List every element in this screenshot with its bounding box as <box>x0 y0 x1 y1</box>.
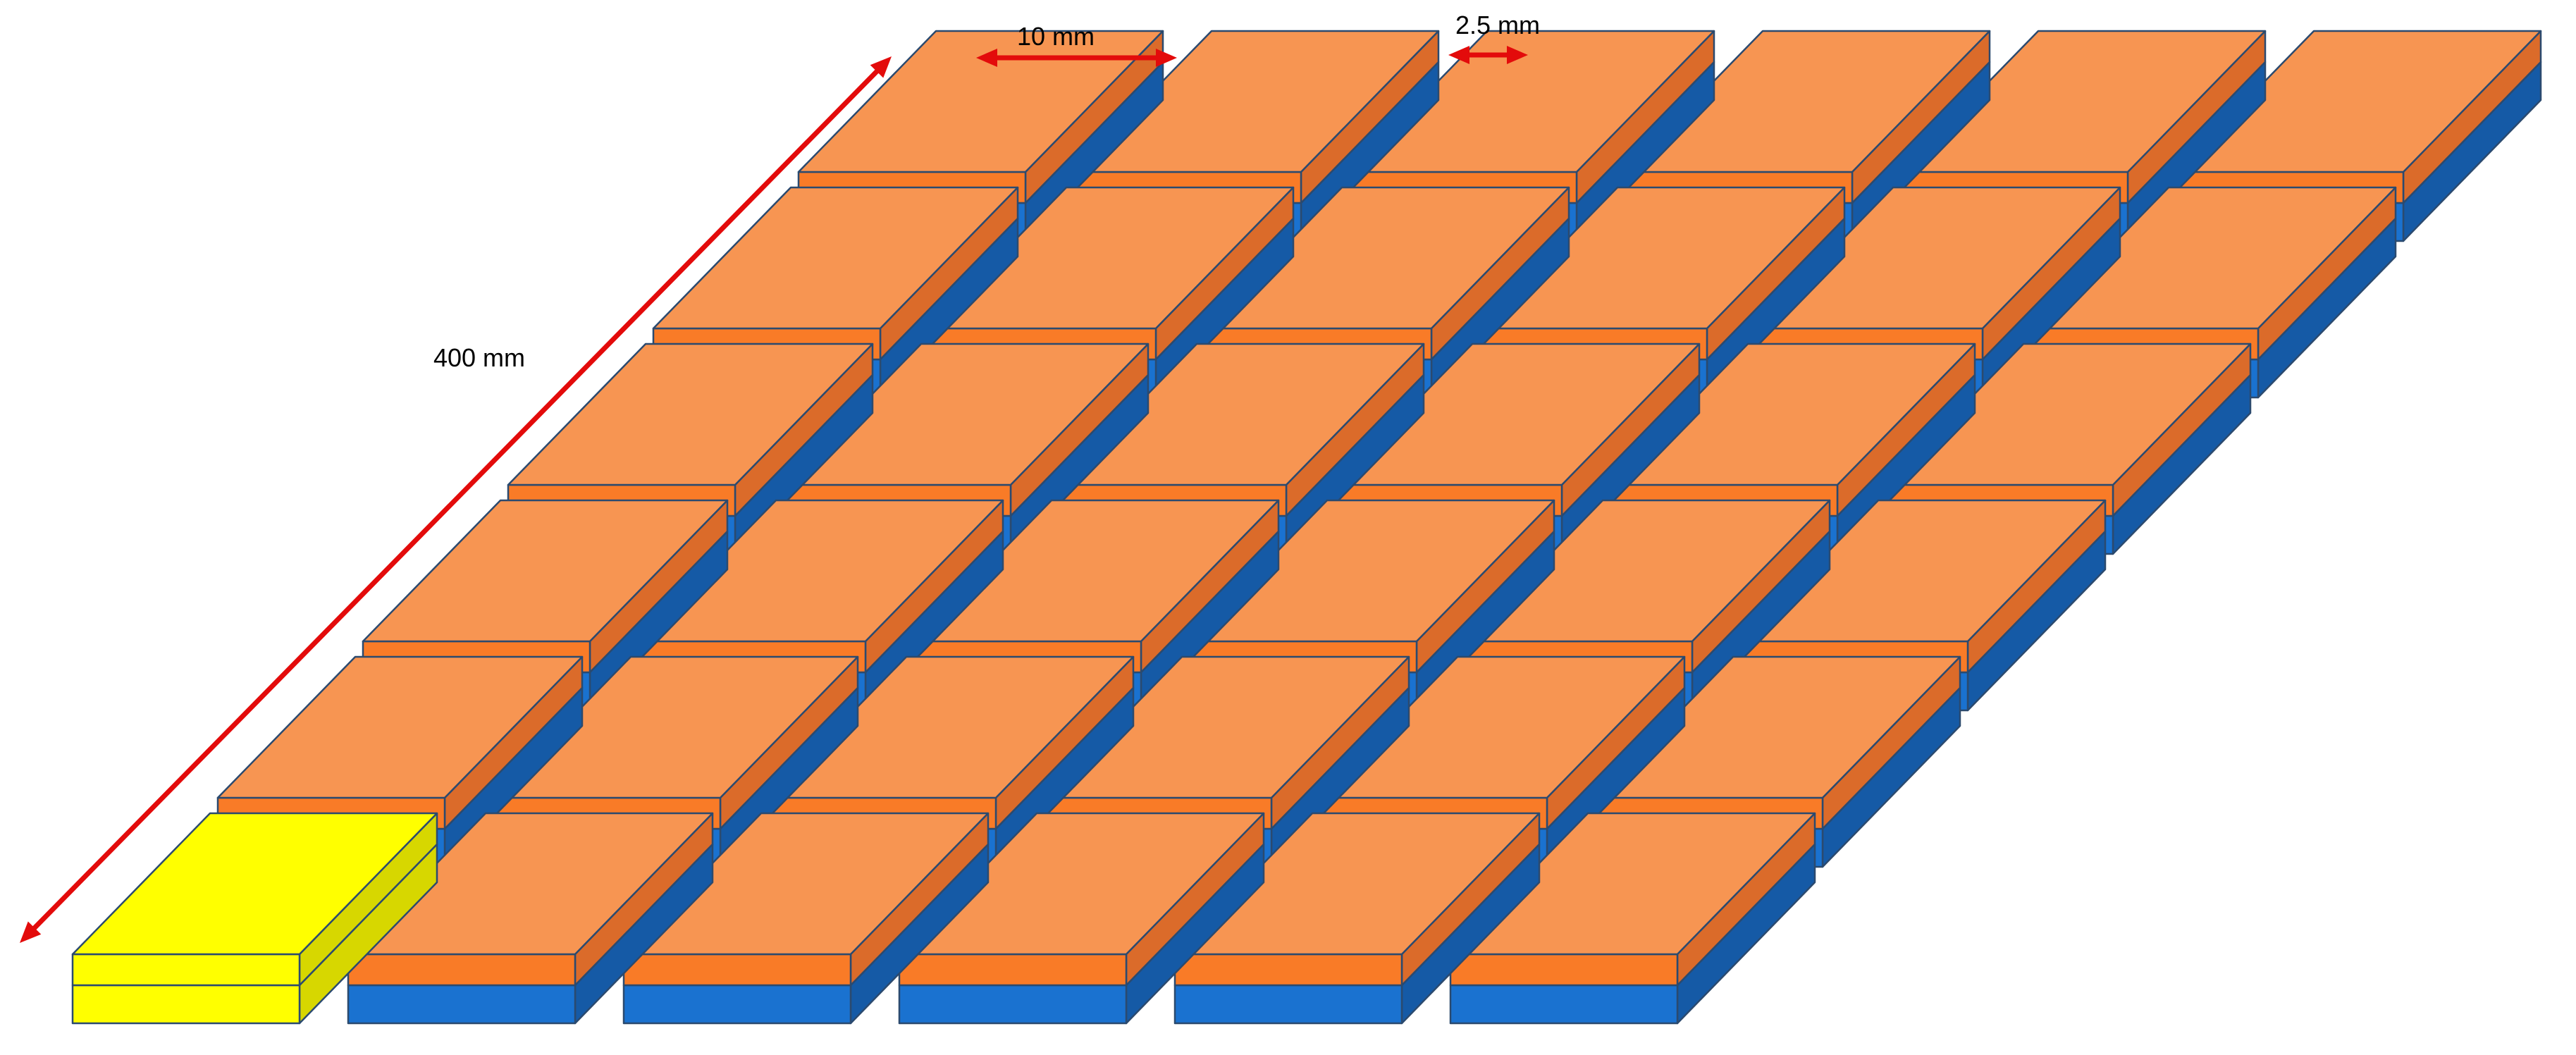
tile-lower-front <box>1449 984 1679 1025</box>
tile-upper-front <box>347 953 577 987</box>
tile-upper-front <box>1173 953 1403 987</box>
dimension-arrows <box>20 46 1528 943</box>
tile-top <box>1624 30 1991 173</box>
tile-lower-front <box>622 984 852 1025</box>
gap-size-arrow <box>1448 46 1528 64</box>
tile-top <box>1594 655 1961 799</box>
tile-top <box>1899 30 2267 173</box>
tile-top <box>768 655 1135 799</box>
array-length-arrow <box>20 56 892 943</box>
tile-top <box>1609 343 1976 486</box>
array-length-label: 400 mm <box>433 343 525 372</box>
tile <box>1173 812 1541 1025</box>
tile-top <box>1449 812 1816 956</box>
tile <box>898 812 1265 1025</box>
tile-top <box>1739 499 2107 643</box>
tile <box>622 812 990 1025</box>
tile-top <box>347 812 714 956</box>
tile-grid <box>71 30 2542 1025</box>
array-length-arrow-head-top <box>870 56 892 78</box>
tile-upper-front <box>622 953 852 987</box>
tile-top <box>1203 186 1570 330</box>
tile-yellow <box>71 812 438 1025</box>
tile-lower-front <box>898 984 1128 1025</box>
tile-lower-front <box>71 984 301 1025</box>
tile-top <box>913 499 1280 643</box>
gap-size-arrow-head-left <box>1448 46 1469 64</box>
tile-top <box>1348 30 1715 173</box>
tile-top <box>782 343 1150 486</box>
tile-top <box>71 812 438 956</box>
tile-lower-front <box>1173 984 1403 1025</box>
tile-top <box>637 499 1004 643</box>
tile-top <box>1058 343 1425 486</box>
gap-size-arrow-head-right <box>1507 46 1528 64</box>
tile-top <box>1754 186 2121 330</box>
tile-top <box>492 655 859 799</box>
tile-upper-front <box>71 953 301 987</box>
tile <box>1449 812 1816 1025</box>
tile-top <box>1333 343 1701 486</box>
gap-size-label: 2.5 mm <box>1455 11 1540 39</box>
tile-top <box>2030 186 2397 330</box>
tile-top <box>1885 343 2252 486</box>
tile-top <box>1464 499 1831 643</box>
tile-upper-front <box>898 953 1128 987</box>
tile <box>347 812 714 1025</box>
tile-top <box>1188 499 1555 643</box>
tile-top <box>507 343 874 486</box>
tile-top <box>1173 812 1541 956</box>
pad-size-arrow <box>976 49 1177 67</box>
tile-top <box>652 186 1019 330</box>
tile-top <box>1073 30 1440 173</box>
tile-top <box>928 186 1295 330</box>
tile-top <box>1043 655 1410 799</box>
pad-size-label: 10 mm <box>1017 22 1095 51</box>
array-length-arrow-line <box>30 66 882 933</box>
array-length-arrow-head-bottom <box>20 921 42 943</box>
tile-upper-front <box>1449 953 1679 987</box>
pad-size-arrow-head-left <box>976 49 997 67</box>
tile-top <box>622 812 990 956</box>
tile-top <box>2175 30 2542 173</box>
tile-top <box>1479 186 1846 330</box>
tile-top <box>362 499 729 643</box>
tile-top <box>797 30 1164 173</box>
pad-size-arrow-head-right <box>1156 49 1177 67</box>
tile-lower-front <box>347 984 577 1025</box>
tile-top <box>216 655 584 799</box>
tile-top <box>898 812 1265 956</box>
tile-top <box>1319 655 1686 799</box>
